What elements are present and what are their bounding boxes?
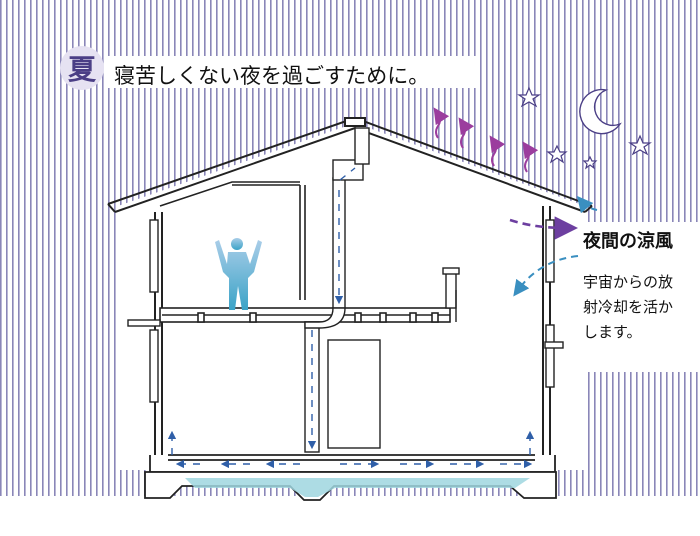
attic-ceiling — [159, 181, 306, 300]
label-backdrop — [578, 222, 698, 372]
night-breeze-label: 夜間の涼風 — [583, 231, 673, 252]
star-icon — [517, 86, 652, 170]
radiative-arrow-upper — [576, 195, 598, 214]
eave-right — [544, 341, 564, 349]
crescent-moon-icon — [579, 88, 622, 135]
stair-railing — [442, 267, 460, 322]
title-backdrop — [108, 56, 478, 88]
duct-airflow — [167, 167, 535, 469]
ground-band — [0, 496, 700, 536]
window-right — [545, 219, 555, 388]
radiative-cooling-caption-line: 射冷却を活か — [583, 298, 674, 316]
balcony-left — [127, 319, 161, 327]
window-left — [149, 219, 159, 403]
second-floor-slab — [159, 307, 451, 323]
night-breeze-arrow — [509, 216, 578, 240]
person-figure-icon — [215, 238, 262, 310]
interior-door — [327, 339, 381, 449]
radiative-cooling-caption-line: 宇宙からの放 — [583, 273, 674, 291]
warm-air-arrows — [433, 107, 539, 173]
page-title: 寝苦しくない夜を過ごすために。 — [114, 64, 430, 88]
radiative-arrow-lower — [513, 255, 579, 297]
radiative-cooling-caption-line: します。 — [583, 323, 642, 341]
house-interior — [118, 123, 585, 470]
cool-air-pool — [185, 478, 530, 497]
season-badge: 夏 — [60, 46, 104, 90]
